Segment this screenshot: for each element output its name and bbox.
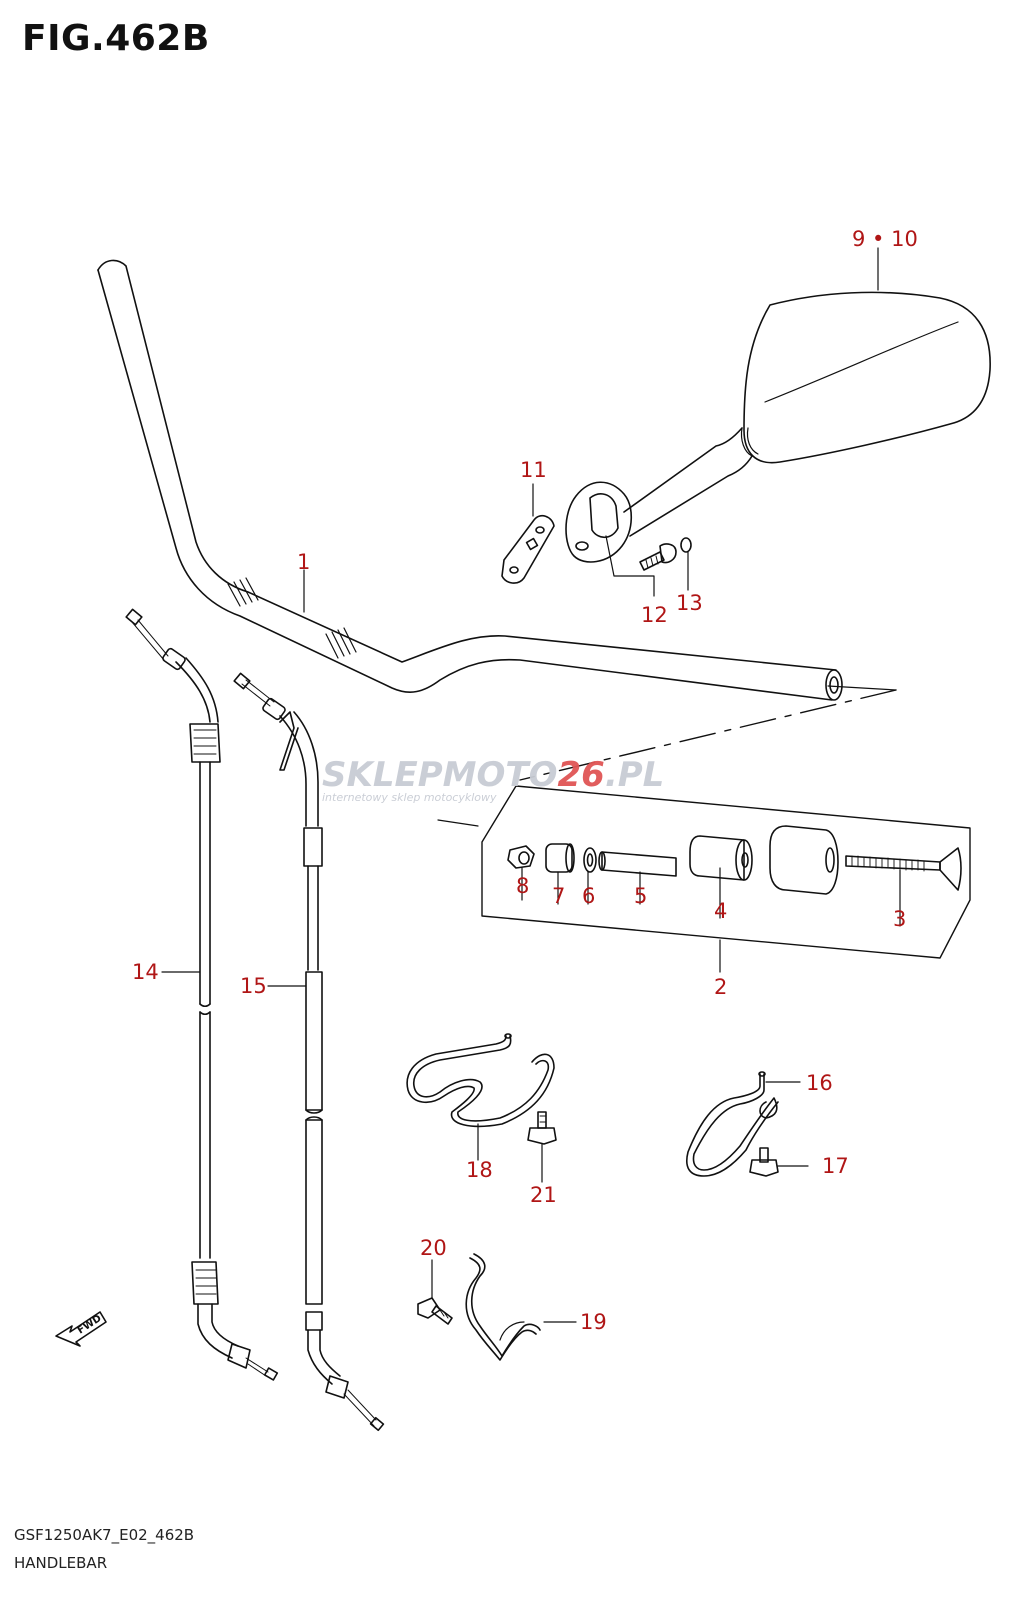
callout-3: 3	[893, 907, 906, 931]
cable-clamp-18	[406, 1033, 555, 1161]
callout-18: 18	[466, 1158, 493, 1182]
mirror-bracket	[501, 514, 555, 584]
callout-11: 11	[520, 458, 547, 482]
handlebar	[97, 259, 843, 701]
throttle-cable-14	[125, 608, 279, 1381]
screw	[639, 543, 677, 571]
nut	[507, 845, 535, 869]
callout-4: 4	[714, 899, 727, 923]
callout-16: 16	[806, 1071, 833, 1095]
throttle-cable-15	[233, 672, 385, 1432]
callout-17: 17	[822, 1154, 849, 1178]
footer-diagram-name: HANDLEBAR	[14, 1554, 108, 1572]
callout-20: 20	[420, 1236, 447, 1260]
bar-end-screw	[845, 847, 962, 891]
mirror	[565, 291, 991, 563]
cable-clamp-19	[465, 1253, 577, 1361]
fwd-arrow-icon	[55, 1311, 107, 1347]
watermark: SKLEPMOTO26.PL internetowy sklep motocyk…	[322, 755, 664, 804]
bar-end-weight-box	[481, 785, 971, 973]
washer	[680, 537, 692, 553]
sleeve	[598, 851, 677, 877]
callout-2: 2	[714, 975, 727, 999]
callouts: 1 2 3 4 5 6 7 8 9 • 10 11 12 13 14 15 16…	[132, 227, 918, 1334]
figure-title: FIG.462B	[22, 18, 210, 59]
callout-15: 15	[240, 974, 267, 998]
callout-12: 12	[641, 603, 668, 627]
bolt-20	[417, 1259, 453, 1325]
washer-6	[583, 847, 597, 873]
callout-7: 7	[552, 884, 565, 908]
watermark-tagline: internetowy sklep motocyklowy	[322, 791, 497, 804]
bolt-17	[749, 1147, 809, 1177]
watermark-part3: .PL	[605, 755, 665, 795]
cable-clamp-16	[686, 1071, 801, 1177]
collar	[545, 843, 575, 873]
callout-19: 19	[580, 1310, 607, 1334]
callout-14: 14	[132, 960, 159, 984]
watermark-part1: SKLEPMOTO	[322, 755, 557, 795]
callout-1: 1	[297, 550, 310, 574]
callout-6: 6	[582, 884, 595, 908]
rubber-damper	[689, 835, 753, 881]
callout-9-10: 9 • 10	[852, 227, 918, 251]
callout-13: 13	[676, 591, 703, 615]
callout-8: 8	[516, 874, 529, 898]
footer-diagram-code: GSF1250AK7_E02_462B	[14, 1526, 195, 1544]
svg-text:SKLEPMOTO26.PL: SKLEPMOTO26.PL	[322, 755, 664, 795]
bar-end-weight	[769, 825, 839, 895]
watermark-part2: 26	[557, 755, 604, 795]
callout-21: 21	[530, 1183, 557, 1207]
bolt-21	[527, 1111, 557, 1183]
callout-5: 5	[634, 884, 647, 908]
